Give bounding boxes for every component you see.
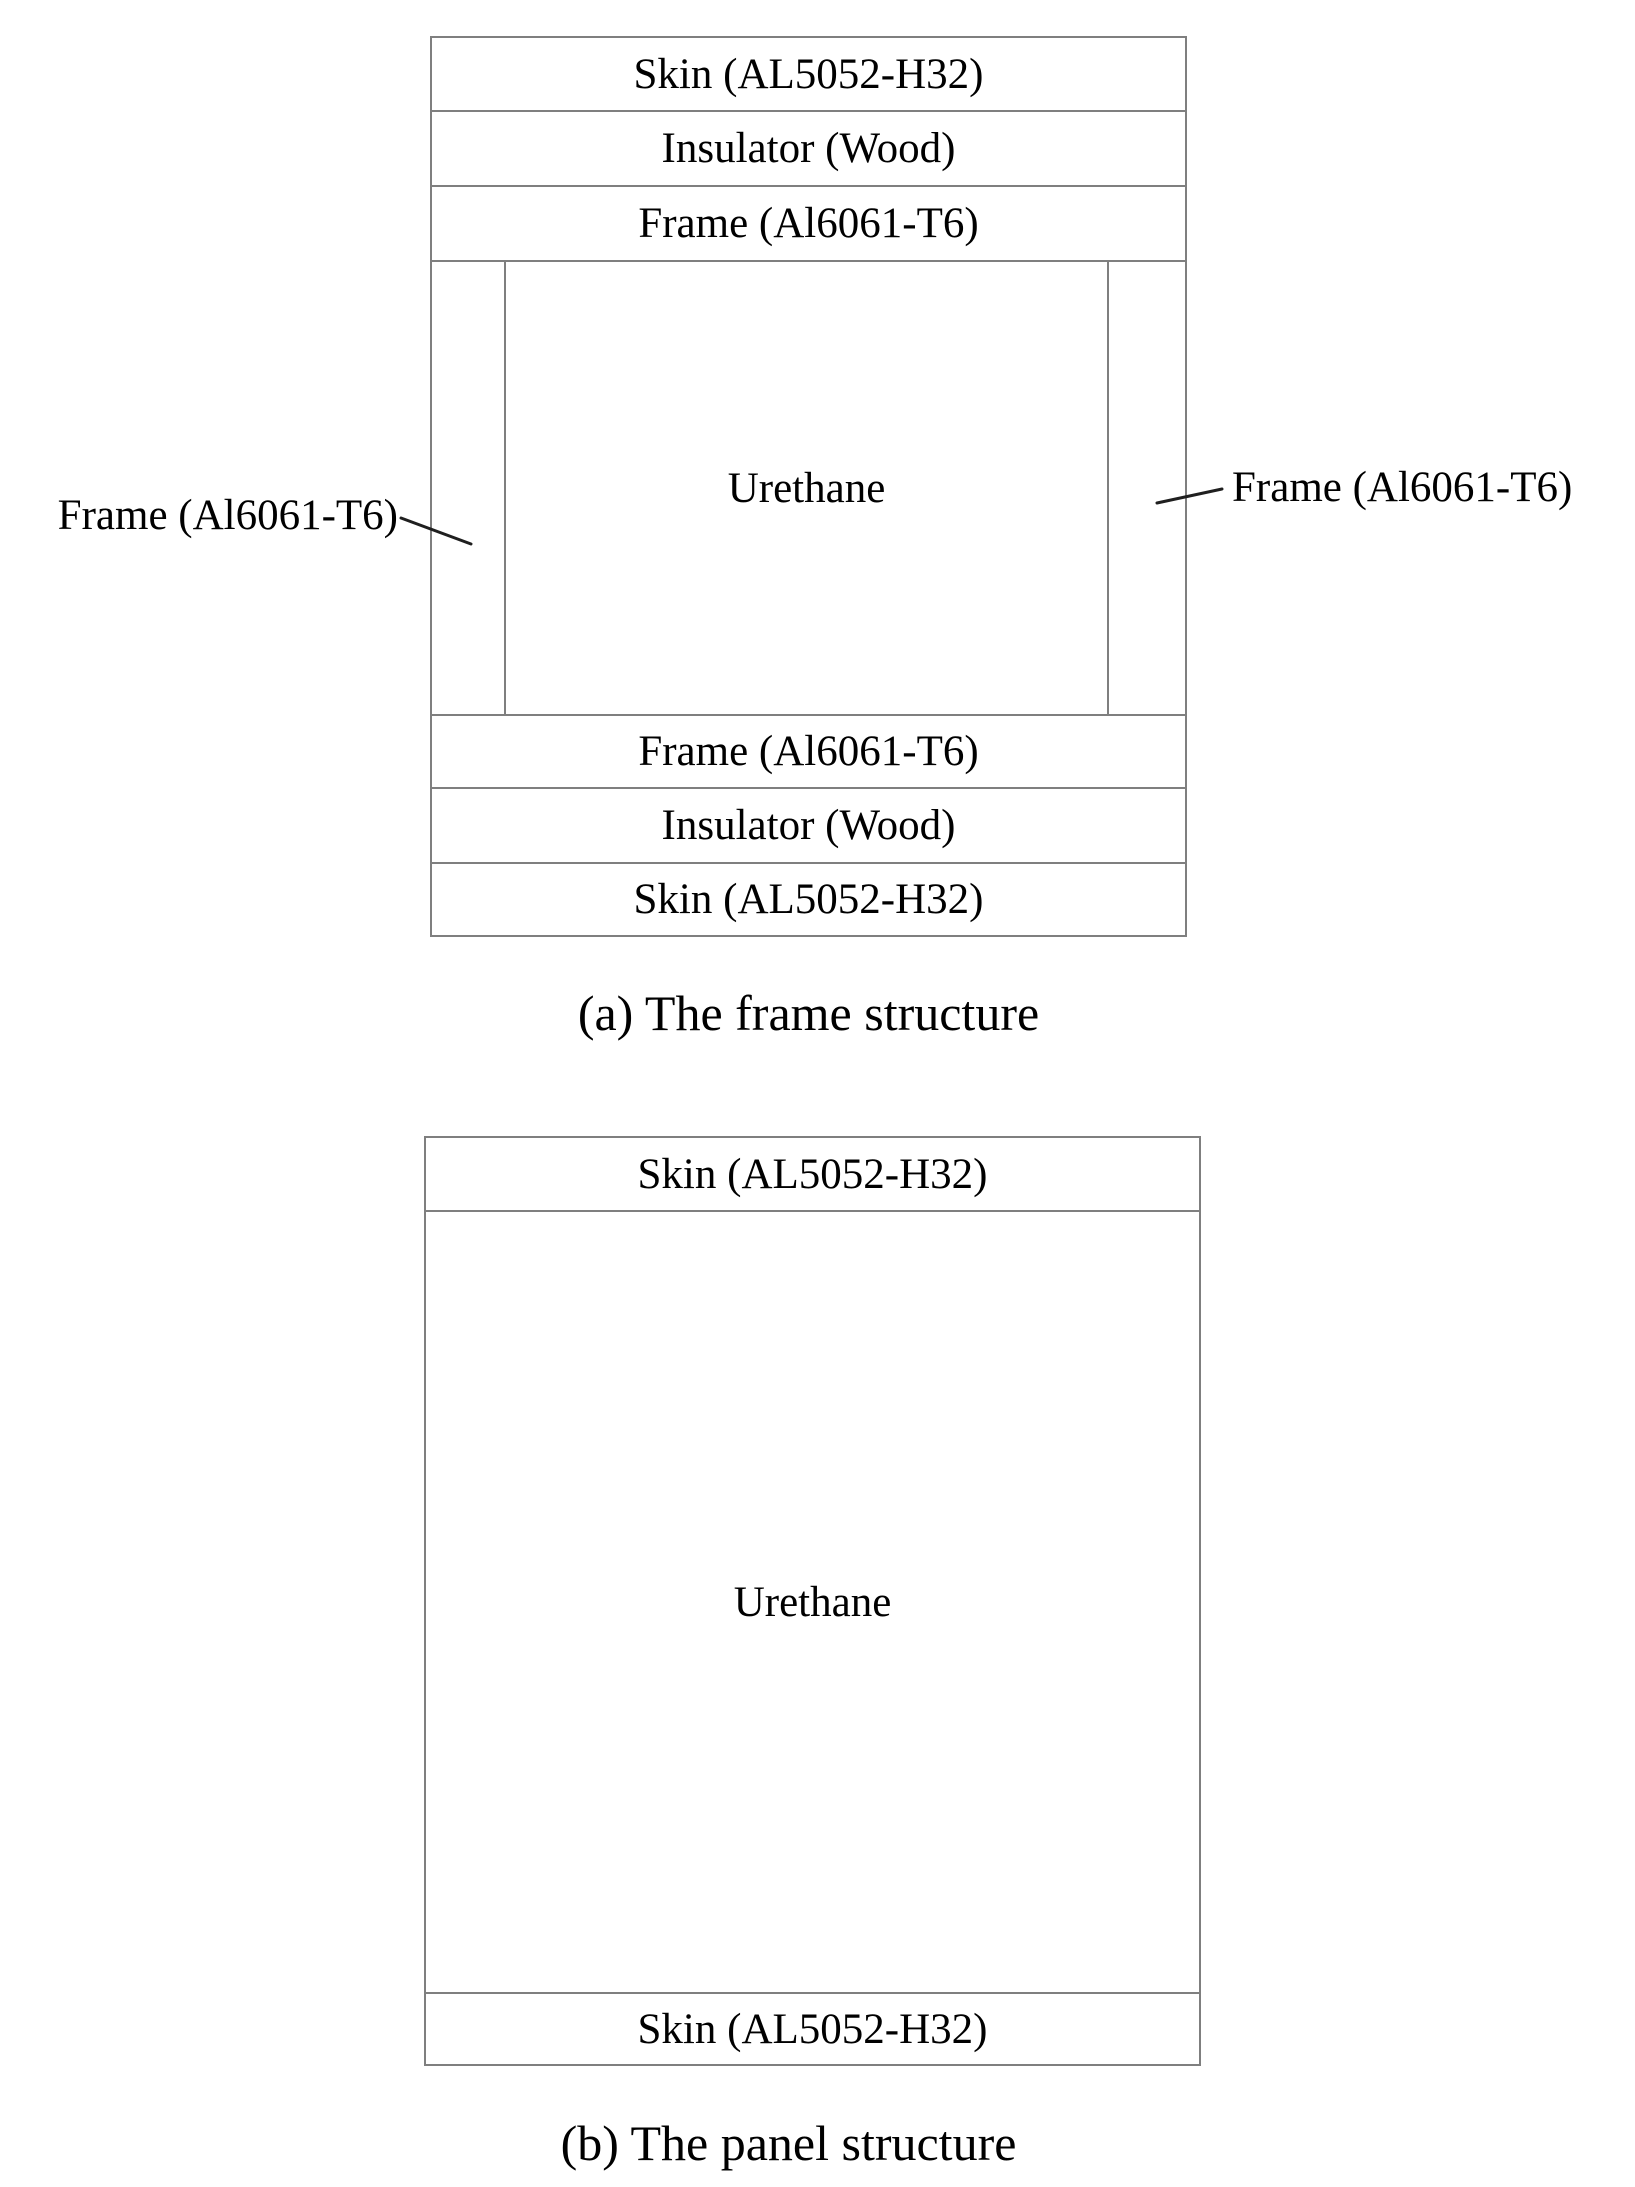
frame-structure-diagram: Skin (AL5052-H32) Insulator (Wood) Frame…	[430, 36, 1187, 937]
right-frame-divider-line	[1107, 262, 1109, 714]
layer-skin-top: Skin (AL5052-H32)	[637, 1150, 988, 1198]
layer-insulator-bottom: Insulator (Wood)	[661, 802, 956, 849]
left-frame-callout-label: Frame (Al6061-T6)	[57, 492, 398, 539]
divider-line	[432, 185, 1185, 187]
divider-line	[432, 787, 1185, 789]
left-frame-divider-line	[504, 262, 506, 714]
divider-line	[426, 1210, 1199, 1212]
layer-frame-bottom: Frame (Al6061-T6)	[638, 728, 979, 775]
right-frame-callout-label: Frame (Al6061-T6)	[1232, 464, 1573, 511]
core-urethane-label: Urethane	[733, 1578, 892, 1626]
divider-line	[432, 260, 1185, 262]
panel-structure-diagram: Skin (AL5052-H32) Urethane Skin (AL5052-…	[424, 1136, 1201, 2066]
layer-insulator-top: Insulator (Wood)	[661, 125, 956, 172]
layer-skin-bottom: Skin (AL5052-H32)	[637, 2005, 988, 2053]
layer-skin-bottom: Skin (AL5052-H32)	[633, 876, 984, 923]
divider-line	[432, 862, 1185, 864]
divider-line	[432, 110, 1185, 112]
caption-panel-structure: (b) The panel structure	[560, 2115, 1017, 2171]
caption-frame-structure: (a) The frame structure	[577, 985, 1040, 1041]
divider-line	[426, 1992, 1199, 1994]
layer-skin-top: Skin (AL5052-H32)	[633, 50, 984, 98]
layer-frame-top: Frame (Al6061-T6)	[638, 200, 979, 247]
core-urethane-label: Urethane	[727, 464, 886, 512]
divider-line	[432, 714, 1185, 716]
